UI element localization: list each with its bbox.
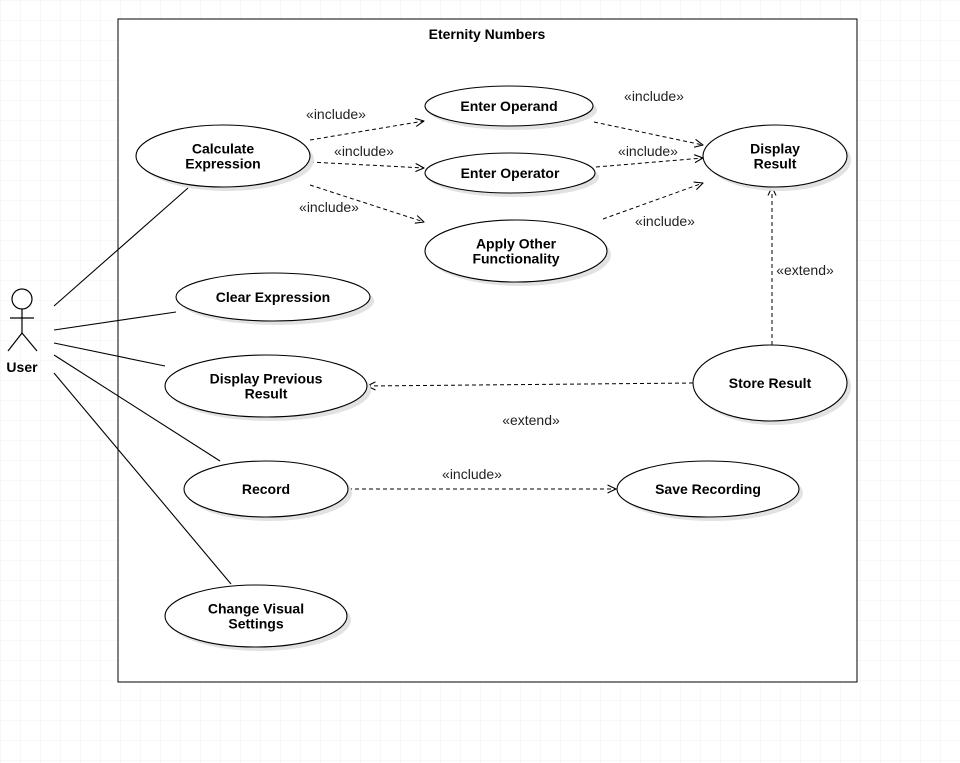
use-case-label: Display (750, 141, 800, 157)
actor-associations (53, 187, 232, 585)
association-change-visual-settings[interactable] (53, 372, 232, 585)
actor-user[interactable]: User (6, 288, 38, 375)
use-case-ellipse[interactable] (135, 124, 311, 188)
use-case-ellipse[interactable] (616, 460, 800, 518)
use-case-label: Change Visual (208, 601, 304, 617)
include-arrow-operand-display[interactable] (593, 121, 703, 145)
extend-label: «extend» (502, 412, 560, 428)
use-case-label: Enter Operand (460, 98, 557, 114)
extend-label: «extend» (776, 262, 834, 278)
include-arrow-operator-display[interactable] (595, 158, 703, 168)
system-title: Eternity Numbers (429, 26, 546, 42)
use-case-ellipse[interactable] (424, 85, 594, 127)
use-case-ellipse[interactable] (164, 584, 348, 648)
use-case-label: Expression (185, 156, 260, 172)
use-case-label: Enter Operator (461, 165, 560, 181)
use-case-ellipse[interactable] (183, 460, 349, 518)
use-case-ellipse[interactable] (702, 124, 848, 188)
use-case-store-result[interactable]: Store Result (692, 344, 851, 425)
include-label: «include» (306, 106, 366, 122)
use-case-ellipse[interactable] (175, 272, 371, 322)
use-case-label: Result (754, 156, 797, 172)
include-label: «include» (334, 143, 394, 159)
use-case-ellipse[interactable] (424, 219, 608, 283)
dependency-arrows (309, 121, 772, 489)
association-record[interactable] (53, 354, 221, 462)
stick-figure-icon (7, 288, 38, 352)
use-case-clear-expression[interactable]: Clear Expression (175, 272, 374, 325)
use-case-label: Result (245, 386, 288, 402)
association-display-previous-result[interactable] (53, 342, 166, 367)
include-label: «include» (299, 199, 359, 215)
actor-label: User (6, 359, 38, 375)
use-case-label: Store Result (729, 375, 812, 391)
include-arrow-enter-operand[interactable] (309, 121, 424, 141)
association-clear-expression[interactable] (53, 311, 177, 331)
include-label: «include» (635, 213, 695, 229)
use-case-label: Clear Expression (216, 289, 330, 305)
use-case-label: Display Previous (210, 371, 323, 387)
use-case-label: Settings (228, 616, 283, 632)
use-case-label: Record (242, 481, 290, 497)
use-case-ellipse[interactable] (164, 354, 368, 418)
use-case-save-recording[interactable]: Save Recording (616, 460, 803, 521)
use-case-enter-operand[interactable]: Enter Operand (424, 85, 597, 130)
include-label: «include» (442, 466, 502, 482)
stereotype-labels: «include» «include» «include» «include» … (299, 88, 834, 482)
use-case-label: Functionality (472, 251, 559, 267)
use-case-label: Apply Other (476, 236, 557, 252)
include-arrow-apply-other[interactable] (309, 184, 424, 222)
use-case-ellipse[interactable] (424, 152, 596, 194)
extend-arrow-store-previous[interactable] (367, 383, 694, 386)
use-case-label: Save Recording (655, 481, 761, 497)
include-label: «include» (618, 143, 678, 159)
use-case-enter-operator[interactable]: Enter Operator (424, 152, 599, 197)
include-arrow-enter-operator[interactable] (309, 161, 424, 168)
include-label: «include» (624, 88, 684, 104)
use-case-ellipse[interactable] (692, 344, 848, 422)
association-calculate-expression[interactable] (53, 187, 189, 307)
use-case-label: Calculate (192, 141, 254, 157)
use-case-record[interactable]: Record (183, 460, 352, 521)
include-arrow-apply-display[interactable] (602, 183, 703, 220)
